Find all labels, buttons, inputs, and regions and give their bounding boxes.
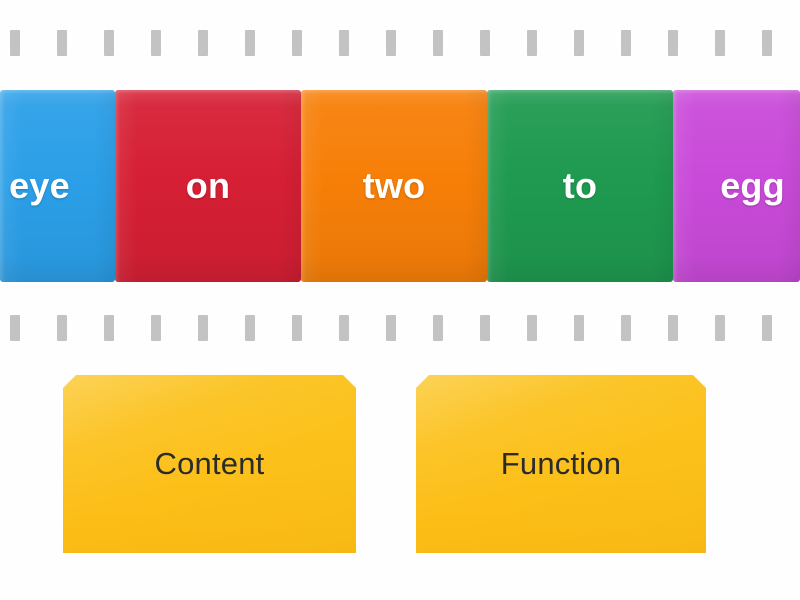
separator-dash	[10, 30, 20, 56]
word-tile-to[interactable]: to	[487, 90, 673, 282]
separator-dash	[57, 315, 67, 341]
separator-dash	[292, 30, 302, 56]
word-tile-eye[interactable]: eye	[0, 90, 115, 282]
separator-dash	[715, 30, 725, 56]
category-card-label: Content	[154, 446, 265, 481]
word-tile-label: eye	[9, 165, 70, 206]
separator-dash	[104, 315, 114, 341]
separator-dash	[151, 30, 161, 56]
separator-dash	[621, 30, 631, 56]
separator-dash	[104, 30, 114, 56]
separator-dash	[198, 30, 208, 56]
separator-dash	[386, 315, 396, 341]
separator-dash	[574, 315, 584, 341]
separator-dash	[527, 30, 537, 56]
separator-dash	[433, 315, 443, 341]
separator-dash	[574, 30, 584, 56]
separator-dash	[198, 315, 208, 341]
separator-dash	[480, 30, 490, 56]
separator-dash	[621, 315, 631, 341]
separator-dash	[527, 315, 537, 341]
category-card-function[interactable]: Function	[416, 375, 706, 553]
word-tile-two[interactable]: two	[301, 90, 487, 282]
separator-dash	[480, 315, 490, 341]
word-tile-label: on	[185, 165, 231, 206]
dashed-separator-bottom	[0, 315, 800, 341]
separator-dash	[245, 315, 255, 341]
separator-dash	[245, 30, 255, 56]
word-tile-label: egg	[720, 165, 785, 206]
separator-dash	[433, 30, 443, 56]
separator-dash	[715, 315, 725, 341]
separator-dash	[762, 315, 772, 341]
separator-dash	[386, 30, 396, 56]
separator-dash	[292, 315, 302, 341]
separator-dash	[339, 315, 349, 341]
separator-dash	[10, 315, 20, 341]
word-tile-egg[interactable]: egg	[673, 90, 800, 282]
word-tile-label: two	[362, 165, 426, 206]
word-tile-label: to	[562, 165, 598, 206]
category-card-content[interactable]: Content	[63, 375, 356, 553]
word-tile-on[interactable]: on	[115, 90, 301, 282]
dashed-separator-top	[0, 30, 800, 56]
separator-dash	[668, 30, 678, 56]
separator-dash	[668, 315, 678, 341]
separator-dash	[151, 315, 161, 341]
separator-dash	[762, 30, 772, 56]
word-tile-strip: eye on two to egg	[0, 90, 800, 282]
separator-dash	[339, 30, 349, 56]
category-card-label: Function	[500, 446, 622, 481]
separator-dash	[57, 30, 67, 56]
